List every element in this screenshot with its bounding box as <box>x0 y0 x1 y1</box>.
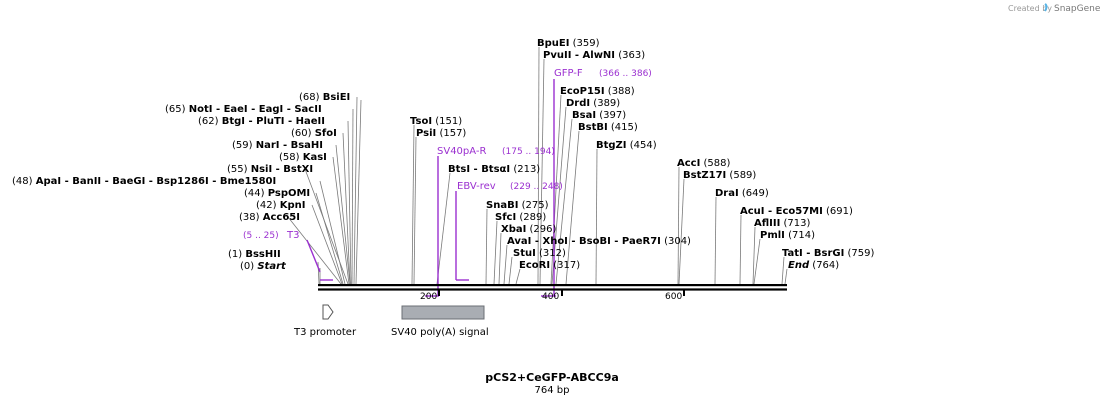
primer-markers <box>306 79 556 297</box>
t3-promoter-arrow <box>322 304 334 320</box>
primer-range-gfp-f: (366 .. 386) <box>599 69 652 79</box>
site-label-bsiei: (68) BsiEI <box>299 92 350 103</box>
tick-label-200: 200 <box>420 292 437 302</box>
site-label-btsi: BtsI - BtsαI (213) <box>448 164 540 175</box>
site-label-avai: AvaI - XhoI - BsoBI - PaeR7I (304) <box>507 236 691 247</box>
site-label-drai: DraI (649) <box>715 188 769 199</box>
backbone-bottom-strand <box>318 288 787 291</box>
primer-range-sv40pa-r: (175 .. 194) <box>502 147 555 157</box>
site-label-bsai: BsaI (397) <box>572 110 626 121</box>
site-label-sfci: SfcI (289) <box>495 212 546 223</box>
site-label-snabi: SnaBI (275) <box>486 200 549 211</box>
primer-name-ebv-rev: EBV-rev <box>457 181 496 192</box>
site-label-acci: AccI (588) <box>677 158 730 169</box>
site-label-tsoi: TsoI (151) <box>410 116 462 127</box>
site-label-kasi: (58) KasI <box>279 152 327 163</box>
site-label-nari: (59) NarI - BsaHI <box>232 140 323 151</box>
restriction-site-labels: (1) BssHII(0) Start(38) Acc65I(42) KpnI(… <box>12 38 875 272</box>
backbone-top-strand <box>318 284 787 287</box>
site-label-bpuei: BpuEI (359) <box>537 38 600 49</box>
site-label-xbai: XbaI (296) <box>501 224 557 235</box>
site-label-pvuii: PvuII - AlwNI (363) <box>543 50 645 61</box>
credit-text: Created by <box>1008 4 1052 13</box>
sv40-polya-box <box>401 305 485 320</box>
feature-label-t3-promoter: T3 promoter <box>293 327 357 338</box>
site-label-end: End (764) <box>788 260 839 271</box>
primer-range-t3: (5 .. 25) <box>243 231 279 241</box>
site-label-psii: PsiI (157) <box>416 128 466 139</box>
site-label-start: (0) Start <box>240 261 287 272</box>
site-label-tati: TatI - BsrGI (759) <box>782 248 875 259</box>
site-label-nsii: (55) NsiI - BstXI <box>227 164 313 175</box>
site-label-stui: StuI (312) <box>513 248 566 259</box>
site-label-bstbi: BstBI (415) <box>578 122 638 133</box>
primer-name-sv40pa-r: SV40pA-R <box>437 146 486 157</box>
site-label-bsshii: (1) BssHII <box>228 249 281 260</box>
primer-name-gfp-f: GFP-F <box>554 68 583 79</box>
primer-name-t3: T3 <box>286 230 299 241</box>
site-label-pspomi: (44) PspOMI <box>244 188 310 199</box>
tick-label-400: 400 <box>542 292 559 302</box>
site-label-drdi: DrdI (389) <box>566 98 620 109</box>
snapgene-icon <box>1044 3 1048 12</box>
site-leader-lines <box>287 46 788 285</box>
plasmid-length: 764 bp <box>535 385 570 396</box>
site-label-bstz17i: BstZ17I (589) <box>683 170 756 181</box>
tick-label-600: 600 <box>665 292 682 302</box>
site-label-ecori: EcoRI (317) <box>519 260 580 271</box>
snapgene-logo: SnapGene <box>1054 4 1101 14</box>
site-label-kpni: (42) KpnI <box>256 200 305 211</box>
plasmid-title: pCS2+CeGFP-ABCC9a <box>485 371 619 384</box>
site-label-apai: (48) ApaI - BanII - BaeGI - Bsp1286I - B… <box>12 176 276 187</box>
primer-range-ebv-rev: (229 .. 248) <box>510 182 563 192</box>
site-label-noti: (65) NotI - EaeI - EagI - SacII <box>165 104 322 115</box>
site-label-acui: AcuI - Eco57MI (691) <box>740 206 853 217</box>
site-label-btgi: (62) BtgI - PluTI - HaeII <box>198 116 325 127</box>
site-label-btgzi: BtgZI (454) <box>596 140 657 151</box>
site-label-sfoi: (60) SfoI <box>291 128 337 139</box>
site-label-acc65i: (38) Acc65I <box>239 212 300 223</box>
feature-label-sv40-polya: SV40 poly(A) signal <box>391 327 489 338</box>
axis-ticks <box>438 290 685 296</box>
site-label-afliii: AflIII (713) <box>754 218 810 229</box>
site-label-ecop15i: EcoP15I (388) <box>560 86 635 97</box>
site-label-pmli: PmlI (714) <box>760 230 815 241</box>
